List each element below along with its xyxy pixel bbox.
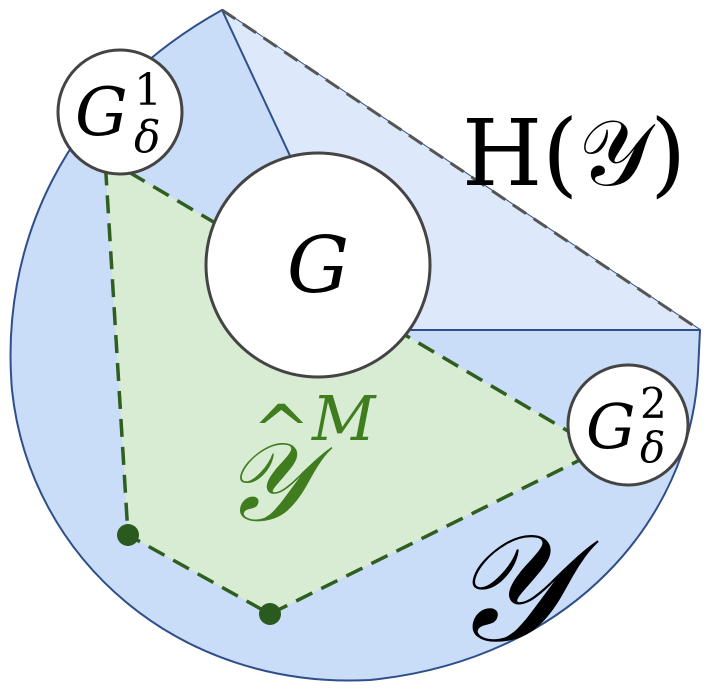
label-y-hat-caret: ^	[252, 390, 311, 472]
label-g-delta-2-sup: 2	[640, 379, 667, 428]
circle-g-delta-1	[56, 48, 184, 176]
label-g-delta-1-sup: 1	[134, 65, 162, 116]
label-g-delta-2: G	[586, 390, 636, 463]
edge-top	[221, 9, 293, 161]
label-g-delta-1: G	[75, 74, 128, 151]
label-y-hat-sup: M	[311, 382, 377, 455]
circle-g	[204, 151, 432, 379]
hull-dashed-edge	[221, 8, 701, 332]
vertex-4	[117, 524, 139, 546]
label-g: G	[287, 221, 349, 311]
label-g-delta-1-sub: δ	[134, 112, 161, 163]
label-g-delta-2-sub: δ	[640, 423, 665, 472]
vertex-3	[259, 603, 281, 625]
label-hull: H(𝒴)	[462, 100, 686, 207]
circle-g-delta-2	[566, 363, 690, 487]
